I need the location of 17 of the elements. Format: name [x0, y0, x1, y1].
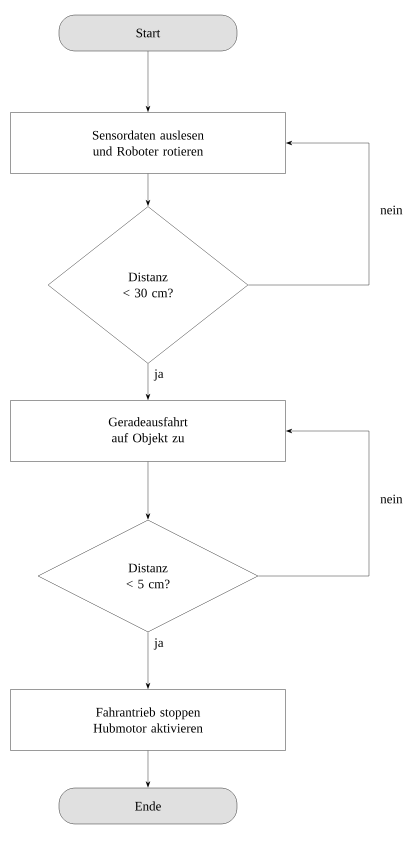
arrow [258, 428, 370, 576]
edge-label: nein [379, 204, 404, 216]
arrow [248, 140, 370, 286]
arrow [146, 632, 150, 689]
process-box: Geradeausfahrt auf Objekt zu [10, 400, 286, 462]
process-box: Sensordaten auslesen und Roboter rotieren [10, 112, 286, 174]
terminal-box: Ende [58, 788, 238, 824]
arrow [146, 750, 150, 788]
terminal-box: Start [58, 14, 238, 52]
arrow [146, 364, 150, 400]
arrow [146, 174, 150, 206]
edge-label: ja [153, 637, 165, 651]
edge-label: ja [153, 368, 165, 382]
arrow [146, 462, 150, 520]
process-box: Fahrantrieb stoppen Hubmotor aktivieren [10, 689, 286, 751]
arrow [146, 51, 150, 112]
edge-label: nein [379, 494, 404, 504]
